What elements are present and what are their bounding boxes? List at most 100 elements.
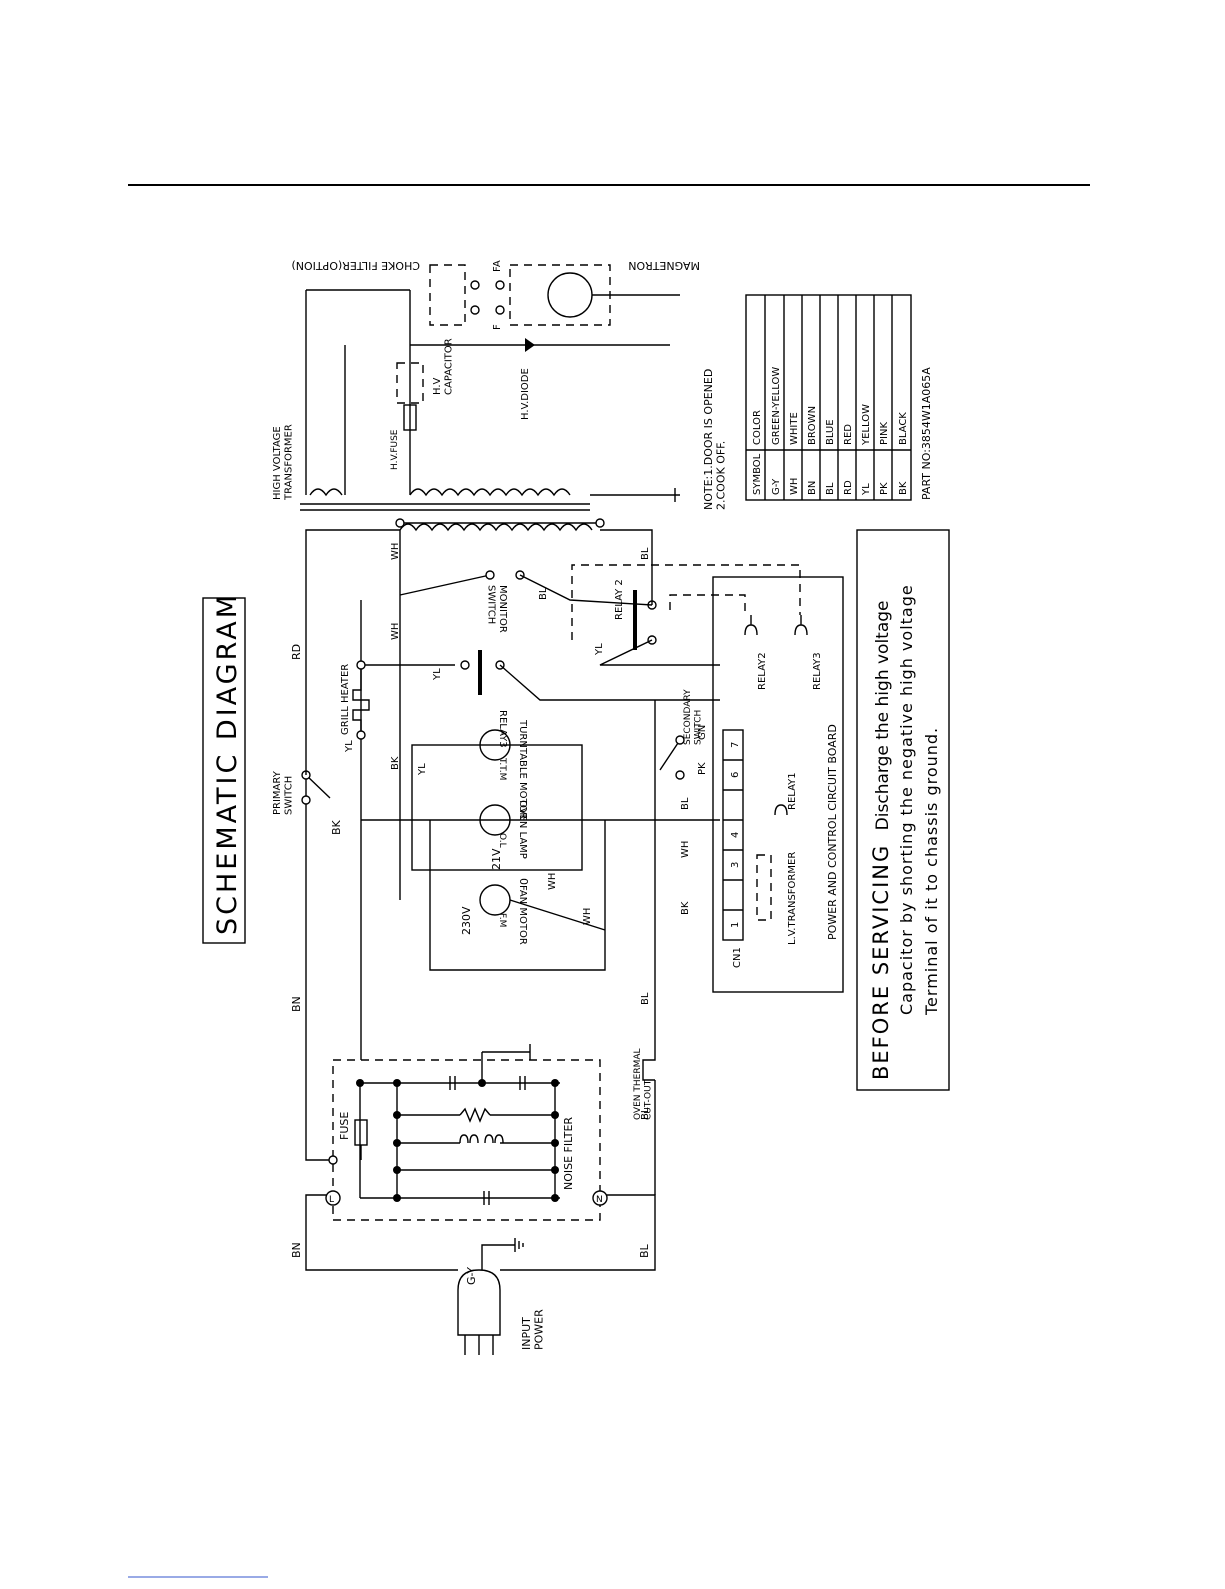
warning-box: BEFORE SERVICING Discharge the high volt… [856,529,950,1091]
relay1-coil [774,804,788,816]
relay1-label: RELAY1 [787,772,798,810]
gn-label: GN [697,725,708,740]
relay3-coil [794,615,808,636]
pin-4: 4 [730,832,741,838]
oven-thermal-label: OVEN THERMALCUT-OUT [633,1048,653,1120]
filter-resistor [459,1107,491,1123]
magnetron-label: MAGNETRON [628,259,700,272]
part-number: PART NO:3854W1A065A [920,367,933,500]
legend-color-rd: RED [843,424,854,445]
zero-label: 0 [518,878,531,885]
warning-line1: BEFORE SERVICING Discharge the high volt… [869,600,893,1080]
hv-transformer: HIGH VOLTAGETRANSFORMER [272,424,680,532]
title-box: SCHEMATIC DIAGRAM [202,592,246,944]
fuse-label: FUSE [338,1112,351,1140]
bl-label-cutout2: BL [640,1107,651,1120]
hv-fuse-label: H.V.FUSE [390,429,400,470]
choke-filter-label: CHOKE FILTER(OPTION) [292,259,421,272]
relay2-top-label: RELAY 2 [614,579,625,620]
v230-label: 230V [460,906,473,935]
yl-label-relay2: YL [594,643,605,656]
color-legend: SYMBOL COLOR G-Y GREEN-YELLOW WH WHITE B… [745,294,933,501]
page-title: SCHEMATIC DIAGRAM [212,592,243,935]
hv-transformer-label: HIGH VOLTAGETRANSFORMER [272,424,295,501]
primary-switch [305,774,331,799]
wh-label-fan1: WH [547,873,558,890]
relay2-coil [744,615,758,636]
pin-7: 7 [730,742,741,748]
terminal-l-label: L [329,1195,334,1205]
v21-label: 21V [490,848,503,870]
secondary-switch [659,739,681,771]
fan-motor [479,884,511,916]
legend-header-symbol: SYMBOL [752,453,763,495]
input-power-label: INPUTPOWER [520,1309,546,1350]
hv-capacitor-box [396,362,424,404]
bl-label-cutout1: BL [640,992,651,1005]
legend-color-yl: YELLOW [861,404,872,446]
wh-label-fan2: WH [582,908,593,925]
fuse [354,1119,368,1146]
choke-filter-box [429,264,466,326]
oven-lamp [479,804,511,836]
f-label: F [492,324,503,330]
noise-filter-label: NOISE FILTER [562,1117,575,1190]
legend-color-pk: PINK [879,422,890,445]
legend-symbol-gy: G-Y [771,478,782,495]
control-board [712,576,844,993]
wh-label-1: WH [390,623,401,640]
legend-symbol-wh: WH [789,478,800,495]
lv-transformer-label: L.V.TRANSFORMER [787,852,798,945]
warning-line3: Terminal of it to chassis ground. [922,727,941,1016]
gy-label: G-Y [465,1267,478,1285]
schematic-drawing: SCHEMATIC DIAGRAM INPUTPOWER G-Y BN BL L… [202,259,950,1355]
bk-label-cn1: BK [680,901,691,915]
fa-label: FA [492,260,503,272]
pk-label: PK [697,762,708,775]
hv-capacitor-label: H.VCAPACITOR [432,338,455,395]
wh-label-2: WH [390,543,401,560]
pin-3: 3 [730,862,741,868]
grill-heater: GRILL HEATER YL [340,660,455,753]
fan-motor-label: FAN MOTOR [517,885,528,945]
legend-color-gy: GREEN-YELLOW [771,367,782,445]
motor-block [411,744,583,871]
hv-diode [525,338,535,352]
relay3-label: RELAY3 [812,652,823,690]
ol-label: O.L [497,833,507,848]
lv-transformer [756,854,772,921]
warning-line2: Capacitor by shorting the negative high … [897,584,916,1015]
legend-color-bl: BLUE [825,419,836,445]
legend-symbol-bn: BN [807,481,818,495]
turntable-motor-label: TURNTABLE MOTOR [517,719,528,819]
bl-label-input: BL [638,1243,651,1258]
yl-label-grill: YL [344,740,355,753]
relay3-top-label: RELAY3 [497,710,508,748]
terminal-l [325,1190,341,1206]
monitor-switch-label: MONITORSWITCH [486,585,509,633]
legend-symbol-pk: PK [879,482,890,495]
grill-heater-label: GRILL HEATER [340,664,351,735]
fm-label: F.M [497,913,507,927]
turntable-motor [479,729,511,761]
board-label: POWER AND CONTROL CIRCUIT BOARD [826,724,839,940]
hv-fuse [403,404,417,431]
noise-filter-box [332,1059,601,1221]
filter-coil-1 [459,1134,479,1144]
rd-label: RD [290,644,303,660]
pin-6: 6 [730,772,741,778]
filter-coil-2 [484,1134,504,1144]
secondary-switch-label: SECONDARYSWITCH [683,689,703,745]
bl-label-cn1: BL [680,797,691,810]
legend-symbol-rd: RD [843,480,854,495]
primary-switch-label: PRIMARYSWITCH [272,770,295,815]
legend-color-bn: BROWN [807,406,818,445]
legend-color-wh: WHITE [789,412,800,445]
legend-header-color: COLOR [752,410,763,445]
bn-label-input: BN [290,1242,303,1258]
bk-label-mid: BK [390,756,401,770]
legend-symbol-yl: YL [861,483,872,496]
note-text: NOTE:1.DOOR IS OPENED2.COOK OFF. [702,369,728,510]
